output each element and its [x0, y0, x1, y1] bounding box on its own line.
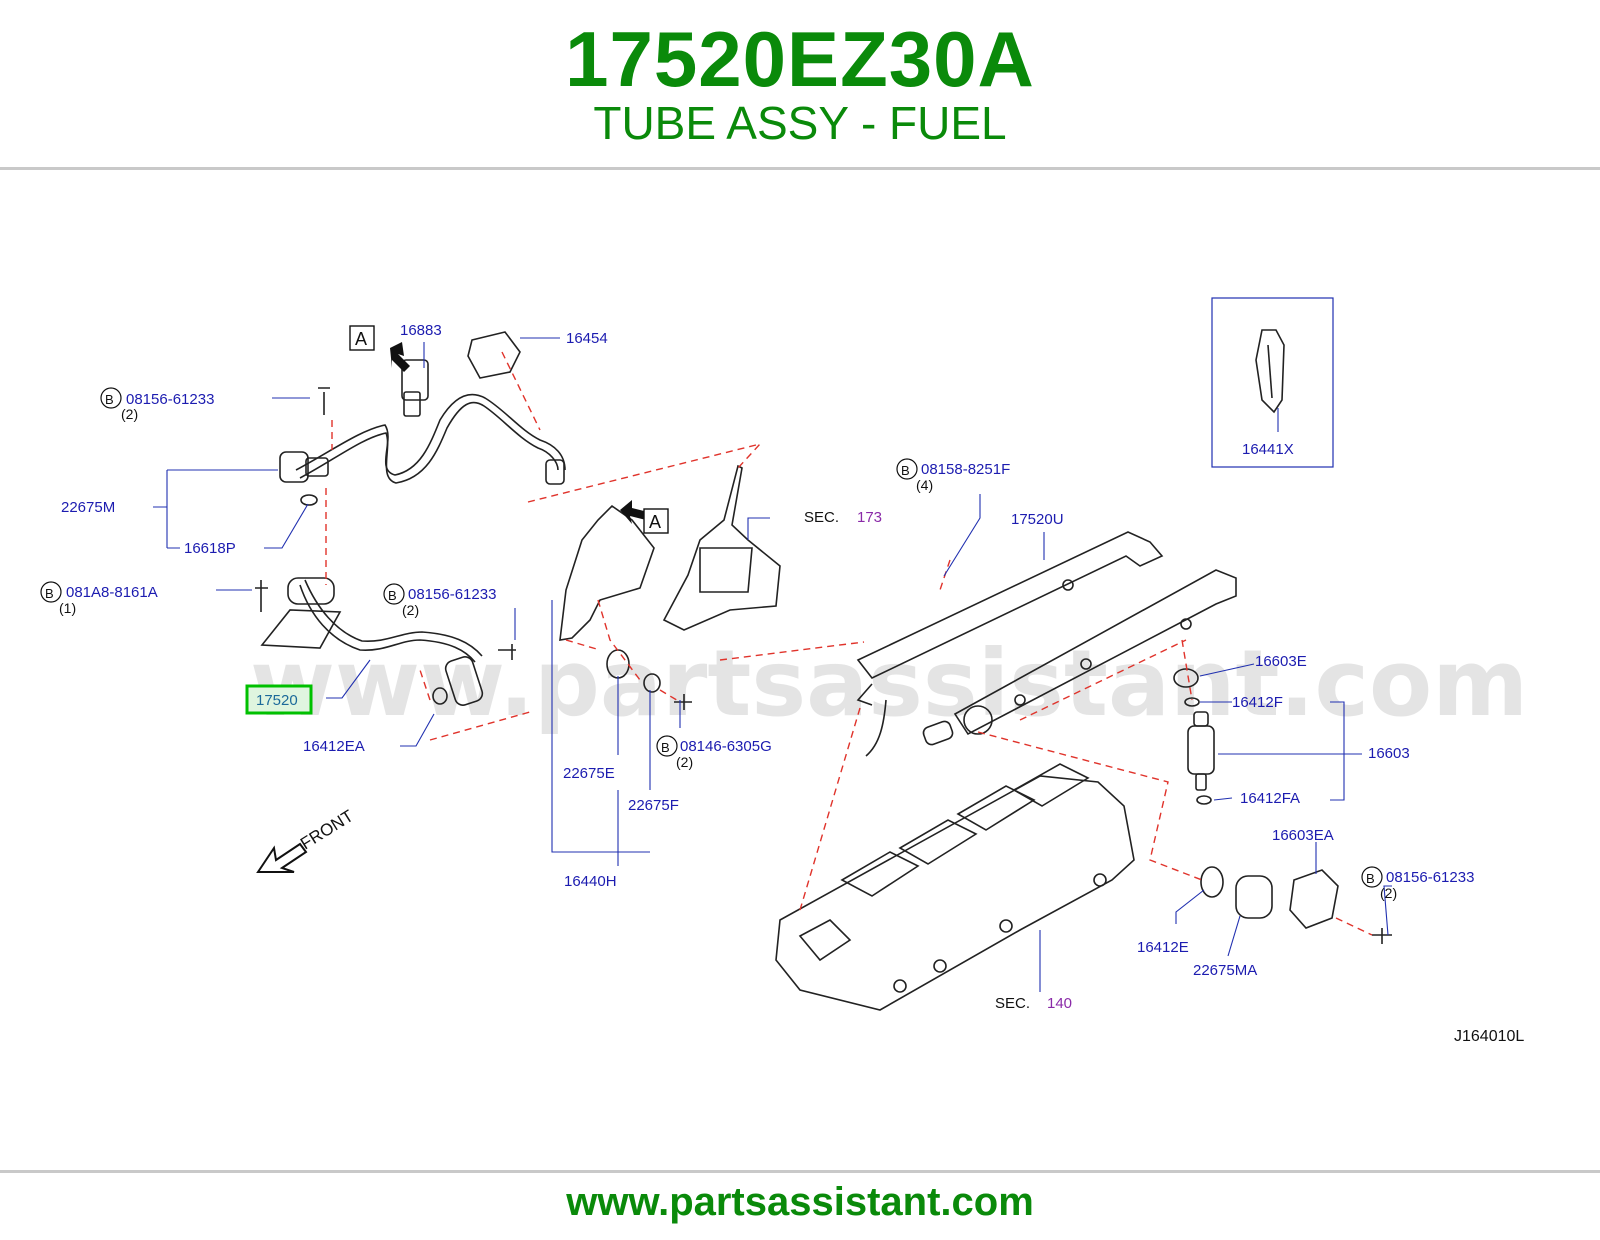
section-label: SEC. — [804, 509, 839, 526]
part-label-22675M[interactable]: 22675M — [61, 499, 115, 516]
bolt-b-letter: B — [388, 588, 397, 603]
part-label-22675MA[interactable]: 22675MA — [1193, 962, 1257, 979]
intake-manifold-drawing — [775, 763, 1135, 1011]
leader-lines — [153, 337, 1392, 992]
part-label-08156-61233[interactable]: 08156-61233 — [126, 391, 214, 408]
view-a-arrow-icon — [390, 342, 410, 372]
fuel-rail-drawing — [856, 531, 1237, 757]
part-label-16603EA[interactable]: 16603EA — [1272, 827, 1334, 844]
part-label-08156-61233-c[interactable]: 08156-61233 — [1386, 869, 1474, 886]
callout-a-box — [349, 325, 375, 351]
clip-inset-box — [1211, 297, 1334, 468]
part-label-16412EA[interactable]: 16412EA — [303, 738, 365, 755]
section-link-140[interactable]: 140 — [1047, 995, 1072, 1012]
view-a-arrow-icon-2 — [620, 500, 648, 524]
drawing-code: J164010L — [1454, 1028, 1524, 1045]
quantity-label: (2) — [402, 602, 419, 618]
section-label: SEC. — [995, 995, 1030, 1012]
bolt-b-letter: B — [45, 586, 54, 601]
page-header: 17520EZ30A TUBE ASSY - FUEL — [0, 0, 1600, 168]
footer-website-link[interactable]: www.partsassistant.com — [566, 1180, 1034, 1224]
part-label-08158-8251F[interactable]: 08158-8251F — [921, 461, 1010, 478]
fuel-injector-drawing — [1173, 668, 1392, 944]
quantity-label: (2) — [121, 406, 138, 422]
part-label-16883[interactable]: 16883 — [400, 322, 442, 339]
bolt-b-letter: B — [661, 740, 670, 755]
highlighted-part-box[interactable] — [245, 684, 313, 715]
quantity-label: (2) — [676, 754, 693, 770]
callout-a-box-2 — [643, 508, 669, 534]
bolt-b-letter: B — [901, 463, 910, 478]
part-label-22675E[interactable]: 22675E — [563, 765, 615, 782]
part-label-17520[interactable]: 17520 — [256, 692, 298, 709]
quantity-label: (4) — [916, 477, 933, 493]
part-label-16440H[interactable]: 16440H — [564, 873, 617, 890]
front-arrow-icon — [256, 842, 308, 873]
watermark-text: www.partsassistant.com — [250, 630, 1528, 737]
part-label-08156-61233-b[interactable]: 08156-61233 — [408, 586, 496, 603]
callout-a-label-2: A — [649, 512, 661, 532]
front-label: FRONT — [297, 806, 357, 853]
bolt-b-letter: B — [105, 392, 114, 407]
header-divider — [0, 167, 1600, 170]
bolt-b-letter: B — [1366, 871, 1375, 886]
quantity-label: (2) — [1380, 885, 1397, 901]
part-label-16412E[interactable]: 16412E — [1137, 939, 1189, 956]
part-label-16441X[interactable]: 16441X — [1242, 441, 1294, 458]
part-label-17520U[interactable]: 17520U — [1011, 511, 1064, 528]
part-label-16603E[interactable]: 16603E — [1255, 653, 1307, 670]
part-label-16412F[interactable]: 16412F — [1232, 694, 1283, 711]
part-label-081A8-8161A[interactable]: 081A8-8161A — [66, 584, 158, 601]
fuel-tube-assembly-drawing — [255, 331, 566, 706]
callout-a-label: A — [355, 329, 367, 349]
part-label-22675F[interactable]: 22675F — [628, 797, 679, 814]
part-label-08146-6305G[interactable]: 08146-6305G — [680, 738, 772, 755]
part-name-subtitle: TUBE ASSY - FUEL — [593, 97, 1007, 149]
part-label-16603[interactable]: 16603 — [1368, 745, 1410, 762]
bolt-b-markers — [40, 387, 1383, 888]
quantity-label: (1) — [59, 600, 76, 616]
part-number-title: 17520EZ30A — [565, 15, 1035, 103]
section-link-173[interactable]: 173 — [857, 509, 882, 526]
part-label-16618P[interactable]: 16618P — [184, 540, 236, 557]
footer-divider — [0, 1170, 1600, 1173]
part-label-16454[interactable]: 16454 — [566, 330, 608, 347]
part-label-16412FA[interactable]: 16412FA — [1240, 790, 1300, 807]
